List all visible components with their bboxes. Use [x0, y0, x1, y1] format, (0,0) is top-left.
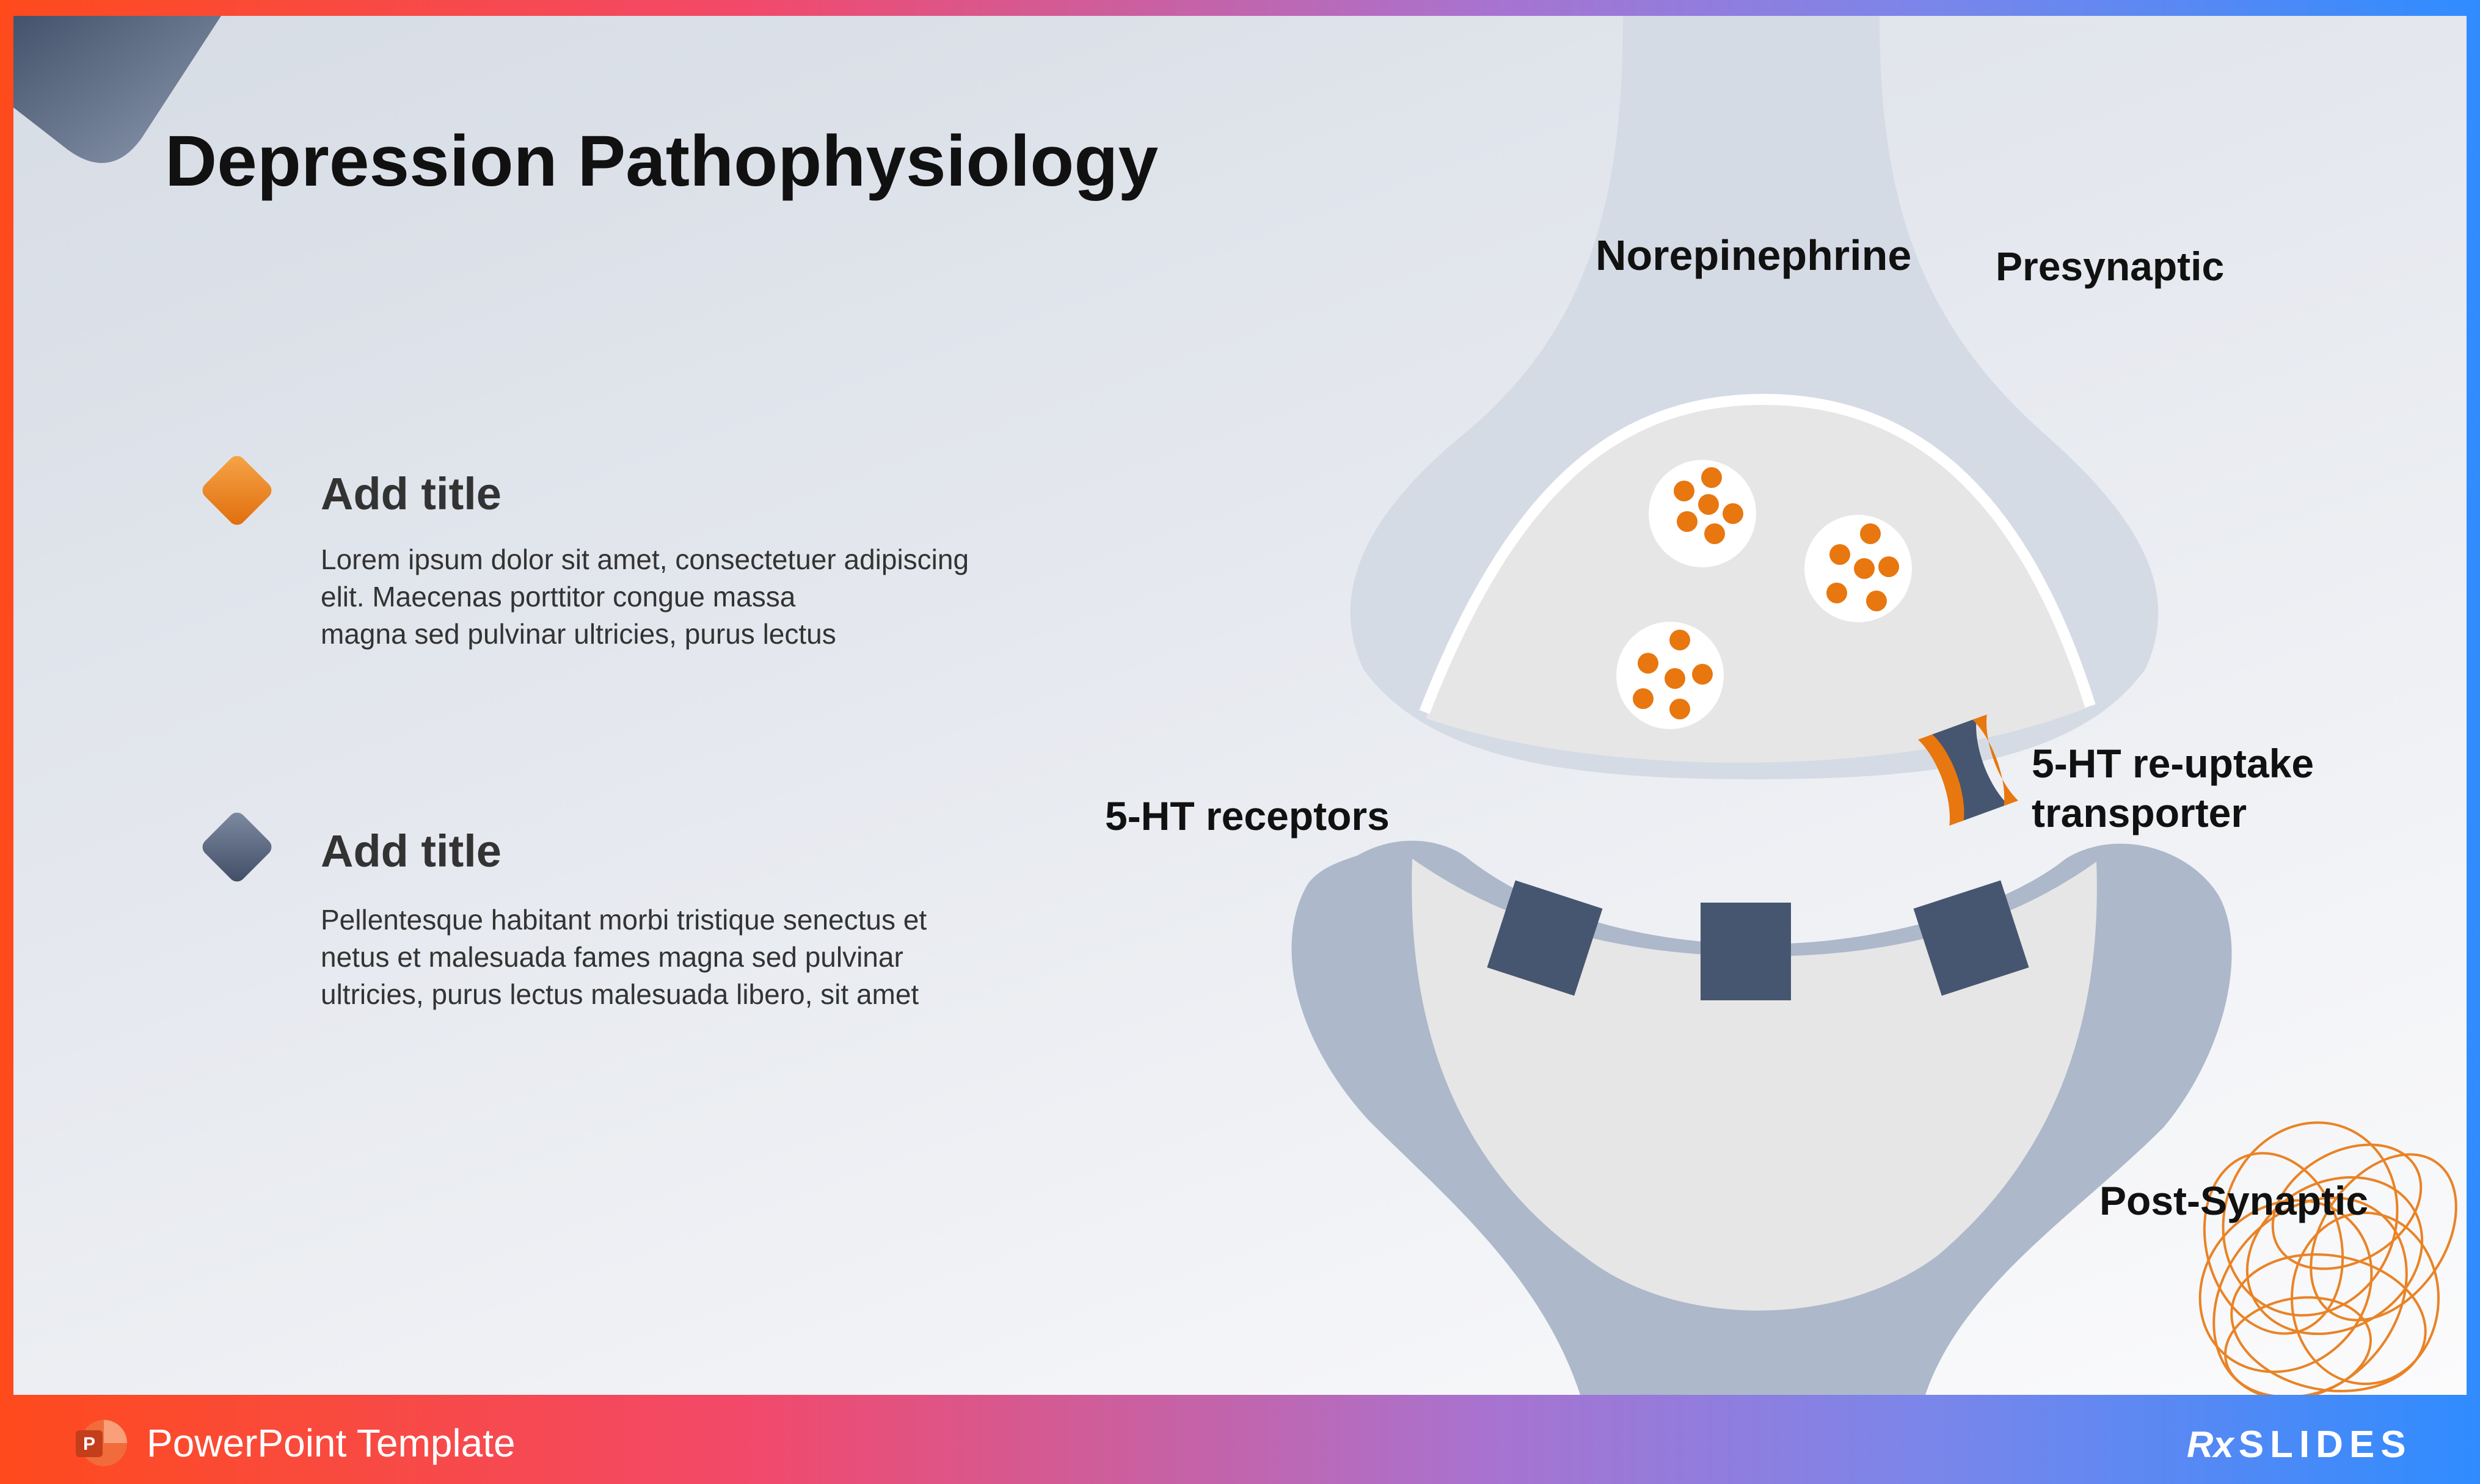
receptor-right [1913, 880, 2029, 996]
label-post-synaptic: Post-Synaptic [2099, 1178, 2369, 1223]
orange-diamond-icon [202, 456, 272, 525]
receptor-left [1487, 880, 1603, 996]
label-receptors: 5-HT receptors [1105, 793, 1390, 838]
label-reuptake-line1: 5-HT re-uptake [2032, 741, 2314, 786]
footer-template-label: PowerPoint Template [147, 1421, 516, 1465]
label-norepinephrine: Norepinephrine [1596, 231, 1912, 279]
item-2-body: Pellentesque habitant morbi tristique se… [321, 904, 927, 1010]
brand-logo-rx: Rx [2187, 1424, 2234, 1465]
brand-logo-word: SLIDES [2238, 1423, 2412, 1466]
item-1-title: Add title [321, 468, 501, 519]
slide-title: Depression Pathophysiology [165, 121, 1159, 202]
vesicle-2 [1804, 515, 1912, 622]
scribble-decoration [2198, 1121, 2457, 1395]
reuptake-transporter [1917, 715, 2019, 826]
synapse-diagram [1291, 16, 2457, 1395]
synaptic-cleft [1426, 399, 2088, 763]
corner-accent [13, 16, 221, 163]
slate-diamond-icon [202, 812, 272, 882]
vesicle-1 [1649, 460, 1756, 567]
item-2-title: Add title [321, 826, 501, 876]
powerpoint-icon: P [76, 1420, 127, 1466]
item-1-body: Lorem ipsum dolor sit amet, consectetuer… [321, 544, 969, 650]
membrane-arc [1419, 393, 2096, 715]
postsynaptic-inner [1412, 859, 2097, 1311]
label-presynaptic: Presynaptic [1996, 244, 2225, 289]
slide-canvas: Depression Pathophysiology Add title Lor… [13, 16, 2467, 1395]
svg-text:P: P [83, 1434, 95, 1454]
footer-template: P PowerPoint Template [73, 1416, 516, 1471]
brand-logo: Rx SLIDES [2187, 1417, 2412, 1472]
receptor-middle [1701, 903, 1791, 1000]
label-reuptake-line2: transporter [2032, 790, 2247, 835]
vesicle-3 [1616, 622, 1724, 729]
